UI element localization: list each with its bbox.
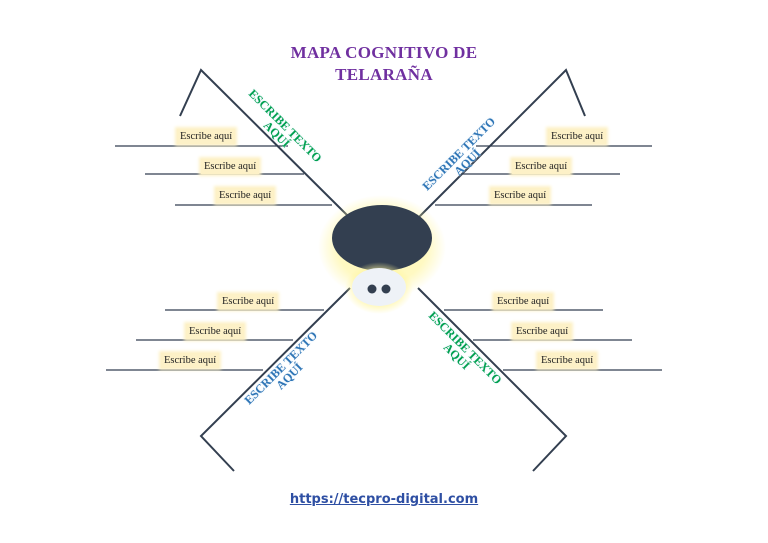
text-box-br-1[interactable]: Escribe aquí bbox=[494, 294, 553, 309]
text-box-bl-1[interactable]: Escribe aquí bbox=[219, 294, 278, 309]
leg-bottom-left bbox=[199, 287, 351, 472]
spider-legs bbox=[179, 68, 586, 472]
spider-eye-right bbox=[381, 284, 391, 294]
text-box-tr-1[interactable]: Escribe aquí bbox=[548, 129, 607, 144]
spider-eye-left bbox=[367, 284, 377, 294]
text-box-br-2[interactable]: Escribe aquí bbox=[513, 324, 572, 339]
text-box-tr-2[interactable]: Escribe aquí bbox=[512, 159, 571, 174]
leg-bottom-right bbox=[417, 287, 568, 472]
leg-top-right bbox=[417, 68, 586, 219]
text-box-bl-3[interactable]: Escribe aquí bbox=[161, 353, 220, 368]
page-title: MAPA COGNITIVO DE TELARAÑA bbox=[234, 42, 534, 86]
text-lines bbox=[106, 145, 662, 371]
text-box-tl-3[interactable]: Escribe aquí bbox=[216, 188, 275, 203]
text-box-tl-2[interactable]: Escribe aquí bbox=[201, 159, 260, 174]
spider-head bbox=[352, 268, 406, 306]
leg-top-left bbox=[179, 68, 351, 219]
title-line-2: TELARAÑA bbox=[335, 65, 433, 84]
website-link[interactable]: https://tecpro-digital.com bbox=[289, 492, 479, 507]
title-line-1: MAPA COGNITIVO DE bbox=[290, 43, 478, 62]
text-box-tl-1[interactable]: Escribe aquí bbox=[177, 129, 236, 144]
text-box-br-3[interactable]: Escribe aquí bbox=[538, 353, 597, 368]
text-box-tr-3[interactable]: Escribe aquí bbox=[491, 188, 550, 203]
text-box-bl-2[interactable]: Escribe aquí bbox=[186, 324, 245, 339]
spider-body bbox=[332, 205, 432, 271]
